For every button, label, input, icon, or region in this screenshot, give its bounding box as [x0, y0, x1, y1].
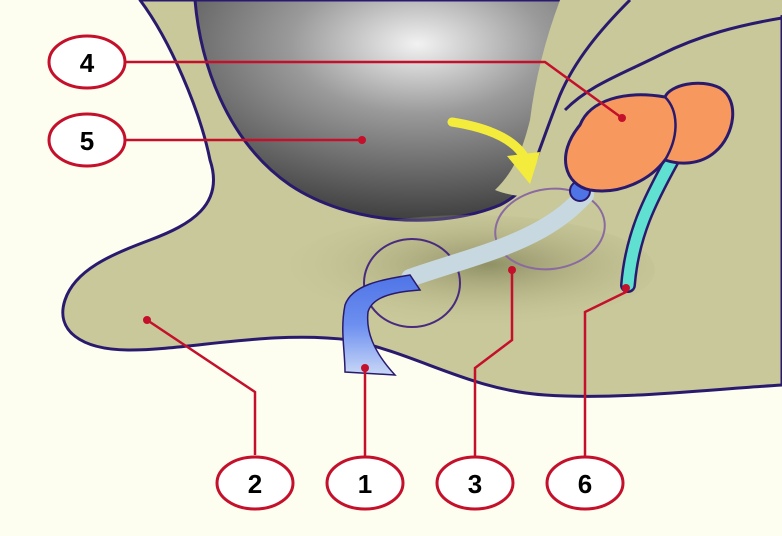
dot-5 [358, 136, 366, 144]
callout-1-label: 1 [358, 469, 372, 499]
callout-1: 1 [327, 457, 403, 509]
dot-3 [508, 266, 516, 274]
callout-3-label: 3 [468, 469, 482, 499]
callout-4-label: 4 [80, 48, 95, 78]
callout-3: 3 [437, 457, 513, 509]
callout-4: 4 [49, 36, 125, 88]
callout-2: 2 [217, 457, 293, 509]
dot-2 [143, 316, 151, 324]
callout-6: 6 [547, 457, 623, 509]
shadow-region [285, 215, 655, 325]
callout-6-label: 6 [578, 469, 592, 499]
dot-1 [361, 364, 369, 372]
callout-5: 5 [49, 114, 125, 166]
callout-2-label: 2 [248, 469, 262, 499]
dot-6 [622, 284, 630, 292]
callout-5-label: 5 [80, 126, 94, 156]
dot-4 [618, 114, 626, 122]
